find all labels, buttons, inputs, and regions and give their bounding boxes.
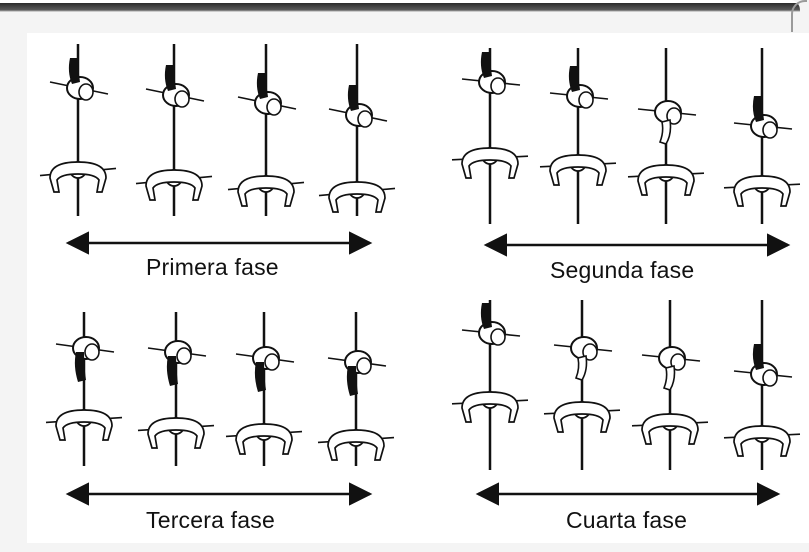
swimmer-figure-icon bbox=[627, 48, 705, 224]
phase-label-primera: Primera fase bbox=[146, 254, 279, 280]
swimmer-figure-icon bbox=[451, 300, 529, 470]
swimmer-figure-icon bbox=[135, 44, 213, 216]
page-curl-icon bbox=[791, 0, 807, 32]
swimmer-figure-icon bbox=[723, 300, 801, 470]
phase-label-tercera: Tercera fase bbox=[146, 507, 275, 533]
swimmer-figure-icon bbox=[39, 44, 117, 216]
swimmer-figure-icon bbox=[539, 48, 617, 224]
swimmer-figure-icon bbox=[451, 48, 529, 224]
swimmer-figure-icon bbox=[227, 44, 305, 216]
phase-label-cuarta: Cuarta fase bbox=[566, 507, 688, 533]
swimmer-figure-icon bbox=[45, 312, 123, 466]
swimmer-figure-icon bbox=[723, 48, 801, 224]
swimmer-figure-icon bbox=[137, 312, 215, 466]
swimmer-figure-icon bbox=[318, 44, 396, 216]
window-top-border bbox=[0, 0, 800, 12]
swimmer-figure-icon bbox=[543, 300, 621, 470]
swimmer-figure-icon bbox=[225, 312, 303, 466]
phase-label-segunda: Segunda fase bbox=[550, 257, 695, 283]
swimmer-figure-icon bbox=[631, 300, 709, 470]
swimmer-figure-icon bbox=[317, 312, 395, 466]
